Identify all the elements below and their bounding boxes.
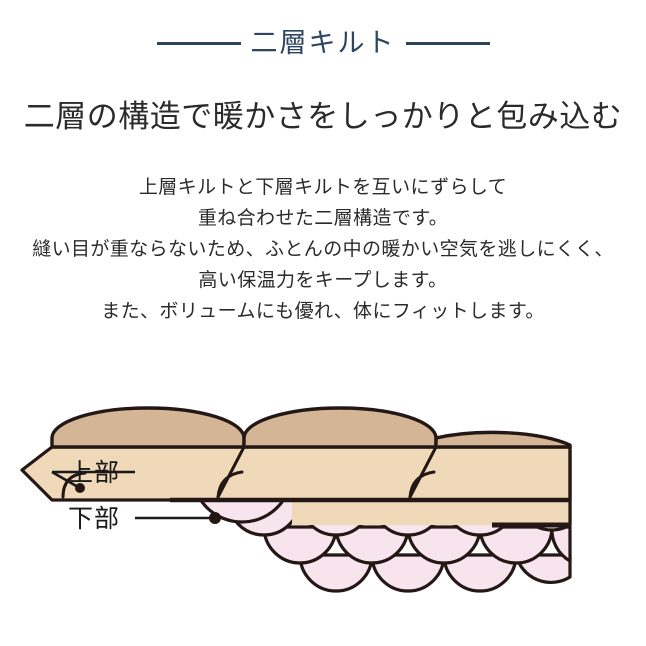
seam-fold-2 <box>408 445 438 499</box>
callout-upper <box>51 470 135 489</box>
seam-fold-1 <box>216 445 246 499</box>
body-line-2: 重ね合わせた二層構造です。 <box>197 208 449 229</box>
upper-quilt-band-lower <box>292 500 570 525</box>
upper-quilt-puffs-group <box>50 406 572 449</box>
page-title: 二層キルト <box>250 28 396 58</box>
page-title-row: 二層キルト <box>0 30 646 57</box>
quilt-structure-diagram: 上部 下部 <box>0 405 646 646</box>
headline: 二層の構造で暖かさをしっかりと包み込む <box>23 99 623 134</box>
seam-curl-3 <box>408 470 436 499</box>
label-lower: 下部 <box>68 505 120 533</box>
seam-curl-2 <box>216 470 244 499</box>
seam-curl-1 <box>61 471 87 499</box>
title-rule-left <box>156 42 241 45</box>
body-line-5: また、ボリュームにも優れ、体にフィットします。 <box>101 301 545 322</box>
body-line-3: 縫い目が重ならないため、ふとんの中の暖かい空気を逃しにくく、 <box>32 239 614 260</box>
upper-puff-3 <box>434 430 572 449</box>
leader-dot-lower <box>209 512 221 524</box>
upper-puff-1 <box>50 406 246 449</box>
body-line-4: 高い保温力をキープします。 <box>198 270 448 291</box>
lower-quilt-row-3 <box>262 525 572 565</box>
label-upper: 上部 <box>68 459 120 487</box>
upper-quilt-seam-curls <box>61 445 438 499</box>
body-copy: 上層キルトと下層キルトを互いにずらして 重ね合わせた二層構造です。 縫い目が重な… <box>0 172 646 327</box>
upper-puff-2 <box>242 406 438 449</box>
leader-dot-upper <box>75 483 85 493</box>
title-rule-right <box>405 42 490 45</box>
leader-elbow-upper <box>51 470 79 489</box>
body-line-1: 上層キルトと下層キルトを互いにずらして <box>138 177 508 198</box>
upper-quilt-band-group <box>20 445 572 528</box>
